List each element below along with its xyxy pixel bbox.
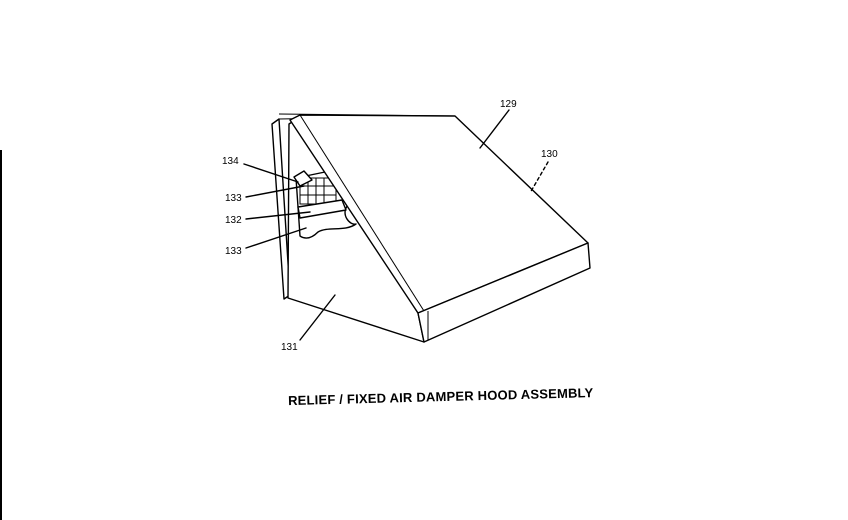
callout-133-upper: 133 [225, 193, 242, 204]
diagram-title: RELIEF / FIXED AIR DAMPER HOOD ASSEMBLY [288, 385, 594, 408]
callout-134: 134 [222, 156, 239, 167]
cutaway-view [293, 170, 357, 239]
leader-lines [243, 109, 549, 341]
page-left-border [0, 150, 2, 520]
callout-130: 130 [541, 149, 558, 160]
callout-129: 129 [500, 99, 517, 110]
damper-blade [297, 199, 347, 219]
callout-133-lower: 133 [225, 246, 242, 257]
hood-top-panel [289, 114, 589, 314]
hood-front-lip [417, 242, 591, 343]
callout-132: 132 [225, 215, 242, 226]
callout-131: 131 [281, 342, 298, 353]
